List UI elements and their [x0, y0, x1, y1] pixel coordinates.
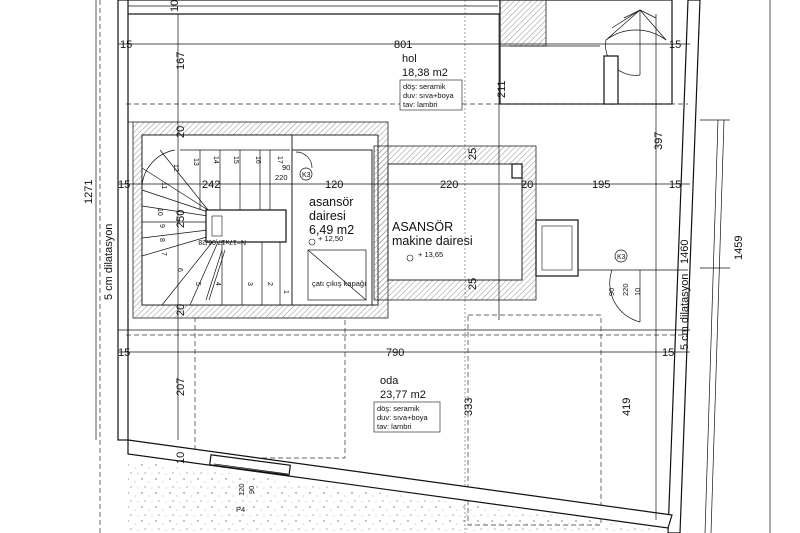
dim-left-wall-top: 15 — [120, 39, 132, 51]
dim-total-right-b: 1459 — [733, 236, 745, 260]
room-hol: hol 18,38 m2 döş: seramik duv: sıva+boya… — [399, 53, 463, 111]
dim-door-w: 90 — [282, 163, 290, 172]
dim-oda-width: 790 — [386, 347, 404, 359]
stair-label: N=17x17,06/28 — [198, 238, 246, 245]
dim-wall-20: 20 — [521, 179, 533, 191]
exterior-walls — [99, 0, 725, 533]
dim-oda-right-height: 419 — [621, 398, 633, 416]
dim-hol-height-left: 167 — [175, 52, 187, 70]
stair-step-number: 15 — [232, 156, 239, 164]
stair-step-number: 13 — [192, 158, 199, 166]
finish-note: tav: lambri — [377, 422, 412, 431]
dim-hol-height-mid: 211 — [496, 80, 508, 98]
dim-window-w: 120 — [237, 483, 246, 496]
expansion-joint-right: 5 cm dilatasyon — [679, 274, 691, 350]
dimension-lines — [95, 0, 771, 533]
stair-step-number: 6 — [176, 268, 183, 272]
dim-elevator-width: 120 — [325, 179, 343, 191]
stair-step-number: 11 — [160, 182, 167, 189]
stair-step-number: 14 — [212, 156, 219, 164]
finish-note: duv: sıva+boya — [403, 91, 454, 100]
dim-hol-width: 801 — [394, 39, 412, 51]
dim-core-bottom-right: 25 — [467, 278, 479, 290]
dim-left-wall-mid: 15 — [118, 179, 130, 191]
stair-step-number: 17 — [276, 156, 283, 164]
stair-step-number: 3 — [246, 282, 253, 286]
finish-note: tav: lambri — [403, 100, 438, 109]
dim-total-left: 1271 — [83, 180, 95, 204]
spiral-stair — [499, 0, 673, 105]
expansion-joint-left: 5 cm dilatasyon — [103, 224, 115, 300]
dim-oda-mid-height: 333 — [463, 398, 475, 416]
stair-step-number: 16 — [254, 156, 261, 164]
dim-machine-width: 220 — [440, 179, 458, 191]
level-mark: + 12,50 — [318, 234, 343, 243]
door-tag: K3 — [617, 254, 626, 261]
stair-step-number: 2 — [266, 282, 273, 286]
stair-step-number: 7 — [160, 252, 167, 256]
elevator-shaft: K3 — [291, 149, 373, 306]
room-name: makine dairesi — [392, 234, 473, 248]
finish-note: döş: seramik — [403, 82, 446, 91]
room-makine-dairesi: ASANSÖR makine dairesi + 13,65 — [392, 220, 473, 262]
room-name: ASANSÖR — [392, 220, 453, 234]
level-mark: + 13,65 — [418, 250, 443, 259]
stair-step-number: 8 — [158, 238, 165, 242]
terrace: P4 — [127, 439, 673, 533]
finish-note: duv: sıva+boya — [377, 413, 428, 422]
dim-side-door-t: 10 — [633, 288, 642, 296]
stair-step-number: 4 — [214, 282, 221, 286]
dim-right-width: 195 — [592, 179, 610, 191]
machine-room — [373, 145, 579, 301]
room-area: 18,38 m2 — [402, 67, 448, 79]
dim-side-door-w: 90 — [607, 288, 616, 296]
room-name: asansör — [309, 195, 353, 209]
dim-upper-right: 397 — [653, 132, 665, 150]
dim-bottom-thickness: 10 — [175, 452, 187, 464]
dim-core-bottom-left: 20 — [175, 304, 187, 316]
dim-side-door-h: 220 — [621, 283, 630, 296]
room-area: 23,77 m2 — [380, 389, 426, 401]
stair-step-number: 12 — [172, 164, 179, 172]
stair-step-number: 1 — [282, 290, 289, 294]
room-oda: oda 23,77 m2 döş: seramik duv: sıva+boya… — [373, 375, 441, 433]
dim-right-wall-mid: 15 — [669, 179, 681, 191]
room-asansor-dairesi: asansör dairesi 6,49 m2 + 12,50 çatı çık… — [308, 195, 366, 288]
dim-stair-depth: 250 — [175, 210, 187, 228]
dim-right-wall-top: 15 — [669, 39, 681, 51]
window-tag: P4 — [236, 505, 245, 514]
stair-step-number: 9 — [158, 224, 165, 228]
dim-window-h: 90 — [247, 486, 256, 494]
room-name: hol — [402, 53, 417, 65]
dim-oda-left-height: 207 — [175, 378, 187, 396]
dim-core-top-right: 25 — [467, 148, 479, 160]
stair-step-number: 5 — [194, 282, 201, 286]
dimension-labels: 10 15 15 801 167 211 397 20 25 15 242 12… — [83, 0, 745, 496]
dim-left-wall-low: 15 — [118, 347, 130, 359]
room-name: oda — [380, 375, 399, 387]
dim-top-thickness: 10 — [169, 0, 181, 12]
dim-total-right-a: 1460 — [679, 240, 691, 264]
hatch-label: çatı çıkış kapağı — [312, 279, 366, 288]
dim-door-h: 220 — [275, 173, 288, 182]
room-area: 6,49 m2 — [309, 223, 354, 237]
dim-stair-width: 242 — [202, 179, 220, 191]
door-tag: K3 — [302, 172, 311, 179]
dim-right-wall-low: 15 — [662, 347, 674, 359]
dim-core-top-left: 20 — [175, 126, 187, 138]
finish-note: döş: seramik — [377, 404, 420, 413]
room-name: dairesi — [309, 209, 346, 223]
stair-step-number: 10 — [156, 208, 163, 216]
